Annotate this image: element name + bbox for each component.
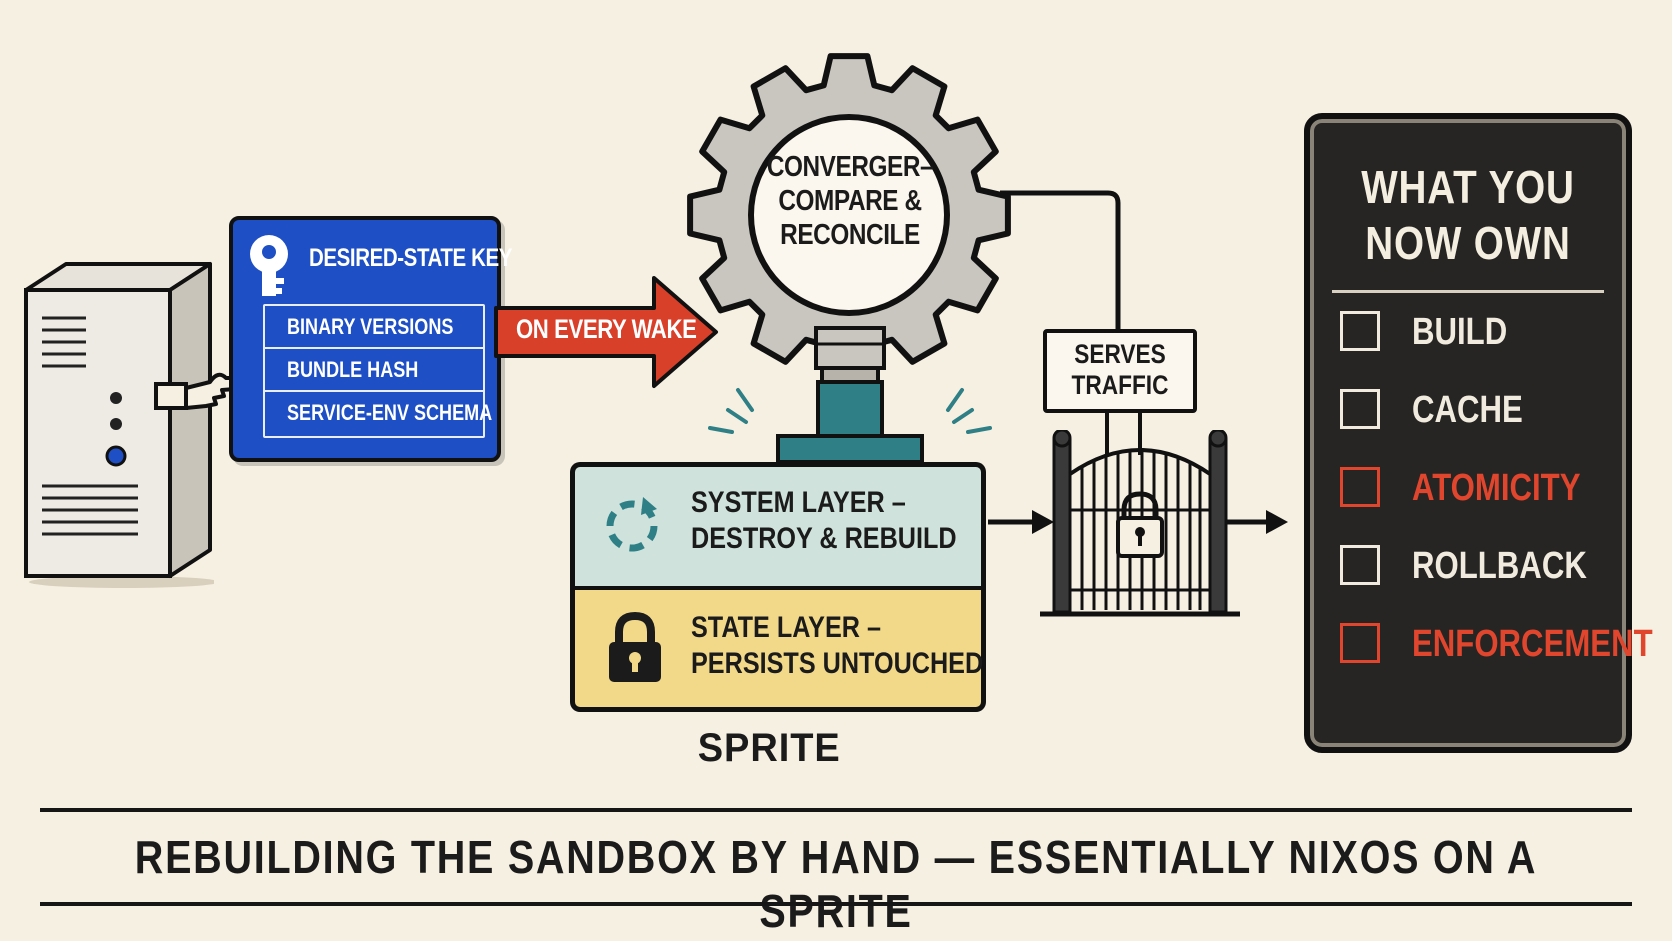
converger-line: COMPARE & [778, 185, 922, 217]
converger-line: RECONCILE [780, 219, 920, 251]
gate-icon [1040, 430, 1240, 617]
ownership-item: BUILD [1340, 307, 1620, 355]
key-icon [250, 235, 288, 296]
converger-line: CONVERGER– [766, 151, 934, 183]
checkbox-icon [1340, 545, 1380, 585]
ownership-title: WHAT YOU NOW OWN [1310, 159, 1626, 271]
wake-arrow-label: ON EVERY WAKE [516, 314, 697, 344]
serves-traffic-sign: SERVES TRAFFIC [1043, 329, 1197, 413]
key-item: SERVICE-ENV SCHEMA [265, 392, 492, 435]
ownership-item-label: BUILD [1412, 311, 1508, 353]
key-item-label: BUNDLE HASH [287, 357, 419, 382]
converger-stand [708, 326, 992, 464]
checkbox-icon [1340, 389, 1380, 429]
key-item-label: BINARY VERSIONS [287, 314, 454, 339]
traffic-line: SERVES [1074, 339, 1166, 369]
ownership-title-line: NOW OWN [1365, 217, 1571, 269]
ownership-panel: WHAT YOU NOW OWN BUILD CACHE ATOMICITY ROLL… [1304, 113, 1653, 753]
system-layer-title: SYSTEM LAYER – [691, 486, 906, 519]
ownership-item: ROLLBACK [1340, 541, 1620, 589]
ownership-item: ENFORCEMENT [1340, 619, 1653, 667]
server-icon [24, 262, 214, 588]
padlock-icon [609, 611, 661, 682]
system-layer-subtitle: DESTROY & REBUILD [691, 522, 957, 555]
converger-label: CONVERGER– COMPARE & RECONCILE [730, 150, 970, 252]
footer-rule-top [40, 808, 1632, 812]
traffic-line: TRAFFIC [1071, 370, 1169, 400]
ownership-item: CACHE [1340, 385, 1620, 433]
state-layer-title: STATE LAYER – [691, 611, 881, 644]
system-layer: SYSTEM LAYER – DESTROY & REBUILD [570, 462, 986, 586]
checkbox-icon [1340, 623, 1380, 663]
gear-icon [687, 53, 1011, 377]
key-card-title: DESIRED-STATE KEY [309, 244, 512, 272]
key-item-label: SERVICE-ENV SCHEMA [287, 400, 493, 425]
footer-rule-bottom [40, 902, 1632, 906]
ownership-item-label: ENFORCEMENT [1412, 623, 1653, 665]
footer-caption-text: REBUILDING THE SANDBOX BY HAND — ESSENTI… [134, 831, 1538, 937]
key-item: BUNDLE HASH [265, 349, 483, 392]
ownership-divider [1332, 290, 1604, 293]
ownership-title-line: WHAT YOU [1361, 161, 1575, 213]
checkbox-icon [1340, 467, 1380, 507]
ownership-item-label: ATOMICITY [1412, 467, 1581, 509]
desired-state-key-card: DESIRED-STATE KEY BINARY VERSIONS BUNDLE… [229, 216, 512, 462]
state-layer: STATE LAYER – PERSISTS UNTOUCHED [570, 586, 986, 712]
ownership-item-label: CACHE [1412, 389, 1523, 431]
footer-caption: REBUILDING THE SANDBOX BY HAND — ESSENTI… [0, 830, 1672, 938]
refresh-icon [606, 497, 658, 552]
sprite-label: SPRITE [697, 726, 841, 770]
key-item: BINARY VERSIONS [265, 306, 483, 349]
ownership-item: ATOMICITY [1340, 463, 1620, 511]
key-item-list: BINARY VERSIONS BUNDLE HASH SERVICE-ENV … [263, 304, 492, 438]
checkbox-icon [1340, 311, 1380, 351]
ownership-item-label: ROLLBACK [1412, 545, 1587, 587]
wake-arrow [494, 276, 718, 388]
state-layer-subtitle: PERSISTS UNTOUCHED [691, 647, 984, 680]
